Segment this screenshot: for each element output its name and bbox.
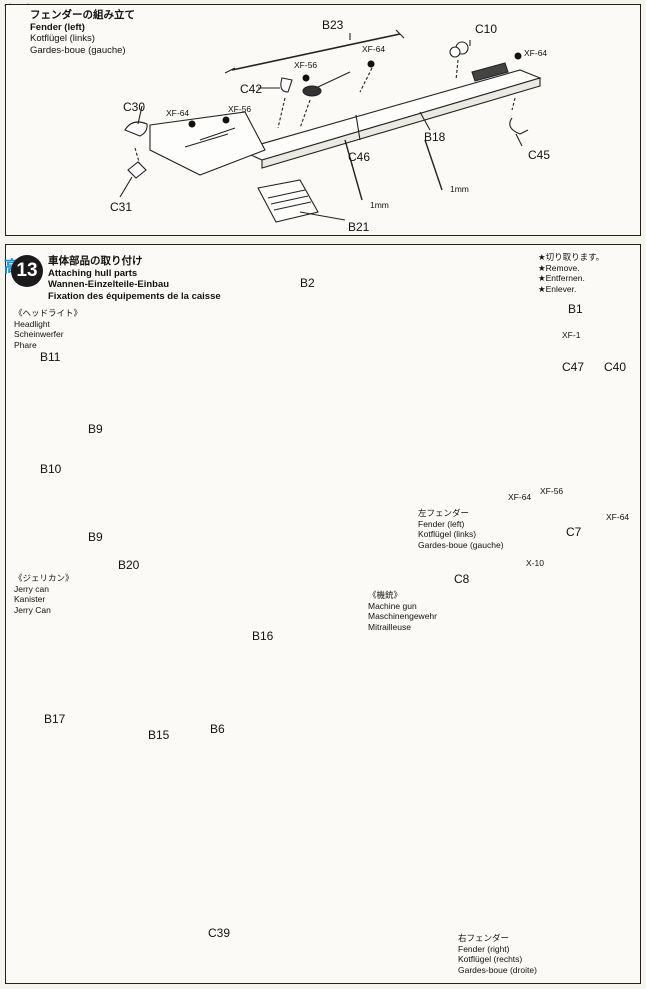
part-label-c31: C31 — [110, 200, 133, 214]
step13-title-fr: Fixation des équipements de la caisse — [48, 290, 221, 302]
headlight-caption: 《ヘッドライト》 Headlight Scheinwerfer Phare — [14, 308, 83, 350]
paint-xf56-top-1: XF-56 — [294, 60, 318, 70]
part-label-c40: C40 — [604, 360, 627, 374]
part-label-b20: B20 — [118, 558, 140, 572]
part-label-b2: B2 — [300, 276, 315, 290]
paint-xf64-top-1: XF-64 — [362, 44, 386, 54]
part-label-b11: B11 — [40, 350, 61, 364]
step-13-panel — [5, 244, 641, 984]
part-label-b18: B18 — [424, 130, 446, 144]
part-label-b6: B6 — [210, 722, 225, 736]
step-number-badge: 13 — [11, 255, 43, 287]
part-label-b9-lower: B9 — [88, 530, 103, 544]
step13-title-de: Wannen-Einzelteile-Einbau — [48, 279, 170, 291]
part-label-c42: C42 — [240, 82, 263, 96]
part-label-c47: C47 — [562, 360, 585, 374]
part-label-b23: B23 — [322, 18, 344, 32]
step13-title-en: Attaching hull parts — [48, 267, 138, 279]
part-label-b1: B1 — [568, 302, 583, 316]
part-label-b10: B10 — [40, 462, 62, 476]
paint-xf64-13-a: XF-64 — [508, 492, 532, 502]
part-label-c39: C39 — [208, 926, 231, 940]
paint-xf56-top-2: XF-56 — [228, 104, 252, 114]
fender-title-block: フェンダーの組み立て Fender (left) Kotflügel (link… — [30, 9, 135, 57]
jerry-can-caption: 《ジェリカン》 Jerry can Kanister Jerry Can — [14, 573, 74, 615]
paint-xf64-13-b: XF-64 — [606, 512, 630, 522]
part-label-c46: C46 — [348, 150, 371, 164]
paint-x10: X-10 — [526, 558, 544, 568]
fender-left-caption: 左フェンダー Fender (left) Kotflügel (links) G… — [418, 508, 504, 550]
part-label-b16: B16 — [252, 629, 274, 643]
part-label-b9-upper: B9 — [88, 422, 103, 436]
screw-size-1: 1mm — [370, 200, 389, 210]
part-label-b21: B21 — [348, 220, 370, 234]
part-label-c8: C8 — [454, 572, 470, 586]
step-fender-panel — [5, 4, 641, 236]
paint-xf1: XF-1 — [562, 330, 581, 340]
fender-title-en: Fender (left) — [30, 21, 85, 33]
screw-size-2: 1mm — [450, 184, 469, 194]
step13-title-jp: 車体部品の取り付け — [48, 255, 143, 267]
paint-xf64-top-2: XF-64 — [166, 108, 190, 118]
machine-gun-caption: 《機銃》 Machine gun Maschinengewehr Mitrail… — [368, 590, 437, 632]
paint-xf64-top-3: XF-64 — [524, 48, 548, 58]
part-label-c45: C45 — [528, 148, 551, 162]
part-label-c10: C10 — [475, 22, 498, 36]
remove-note: ★切り取ります。 ★Remove. ★Entfernen. ★Enlever. — [538, 252, 605, 294]
fender-title-fr: Gardes-boue (gauche) — [30, 44, 126, 56]
part-label-b17: B17 — [44, 712, 66, 726]
fender-title-jp: フェンダーの組み立て — [30, 9, 135, 21]
paint-xf56-13: XF-56 — [540, 486, 564, 496]
step13-title-block: 車体部品の取り付け Attaching hull parts Wannen-Ei… — [48, 255, 221, 303]
part-label-c30: C30 — [123, 100, 146, 114]
fender-right-caption: 右フェンダー Fender (right) Kotflügel (rechts)… — [458, 933, 537, 975]
part-label-b15: B15 — [148, 728, 170, 742]
part-label-c7: C7 — [566, 525, 582, 539]
fender-title-de: Kotflügel (links) — [30, 33, 95, 45]
